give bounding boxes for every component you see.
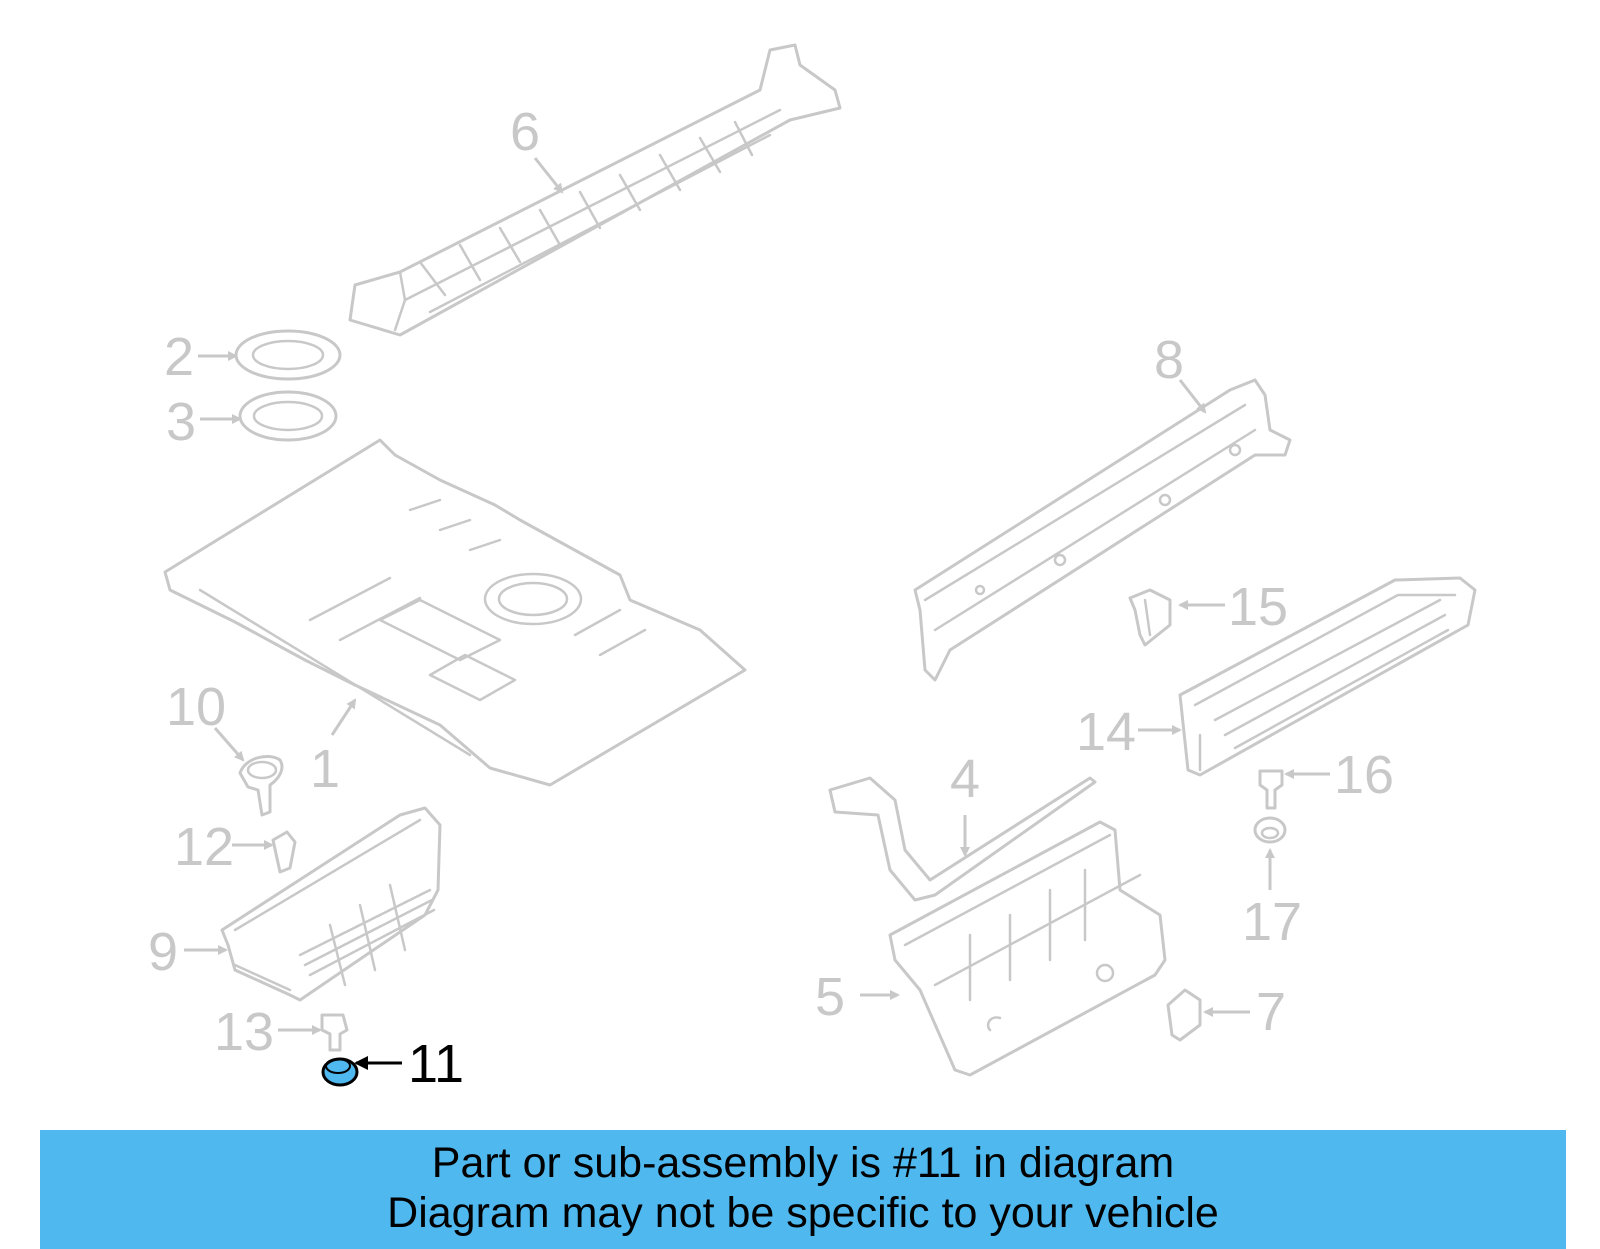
callout-12: 12 xyxy=(174,817,234,877)
parts-diagram: 6 2 3 8 15 14 16 17 1 10 12 9 13 4 5 7 1… xyxy=(148,43,1477,1094)
part-12-clip xyxy=(271,830,297,874)
banner-line-part-number: Part or sub-assembly is #11 in diagram xyxy=(431,1139,1175,1187)
callout-9: 9 xyxy=(148,922,178,982)
part-15-bracket xyxy=(1128,588,1172,647)
callout-8: 8 xyxy=(1154,330,1184,390)
callout-7: 7 xyxy=(1256,982,1286,1042)
part-14-step-pad xyxy=(1178,576,1477,777)
callout-4: 4 xyxy=(950,749,980,809)
callout-3: 3 xyxy=(166,392,196,452)
callout-15: 15 xyxy=(1228,577,1288,637)
part-4-wheel-arch-strip xyxy=(828,776,1097,902)
leader-arrow-10 xyxy=(213,727,245,762)
part-10-push-pin xyxy=(238,755,284,817)
part-7-clip xyxy=(1166,988,1202,1042)
callout-6: 6 xyxy=(510,102,540,162)
callout-10: 10 xyxy=(166,677,226,737)
part-13-bolt xyxy=(320,1013,349,1052)
banner-line-disclaimer: Diagram may not be specific to your vehi… xyxy=(387,1189,1219,1237)
callout-13: 13 xyxy=(214,1002,274,1062)
part-2-grommet xyxy=(234,329,342,381)
leader-arrow-6 xyxy=(533,157,564,194)
part-17-nut xyxy=(1253,816,1287,844)
callout-16: 16 xyxy=(1334,745,1394,805)
callout-1: 1 xyxy=(310,739,340,799)
callout-5: 5 xyxy=(815,967,845,1027)
part-11-nut-highlighted xyxy=(321,1057,359,1087)
part-16-bolt xyxy=(1258,769,1284,810)
callout-11: 11 xyxy=(408,1034,464,1094)
part-1-floor-pan xyxy=(163,438,747,787)
part-8-rail xyxy=(913,378,1292,682)
callout-14: 14 xyxy=(1076,702,1136,762)
info-banner: Part or sub-assembly is #11 in diagram D… xyxy=(40,1130,1566,1249)
leader-arrow-1 xyxy=(330,698,357,736)
leader-arrow-8 xyxy=(1178,379,1207,414)
part-9-step-pad xyxy=(220,806,442,1002)
callout-17: 17 xyxy=(1242,892,1302,952)
part-6-rocker-panel xyxy=(348,43,842,337)
part-5-step-housing xyxy=(888,820,1167,1077)
callout-2: 2 xyxy=(164,327,194,387)
